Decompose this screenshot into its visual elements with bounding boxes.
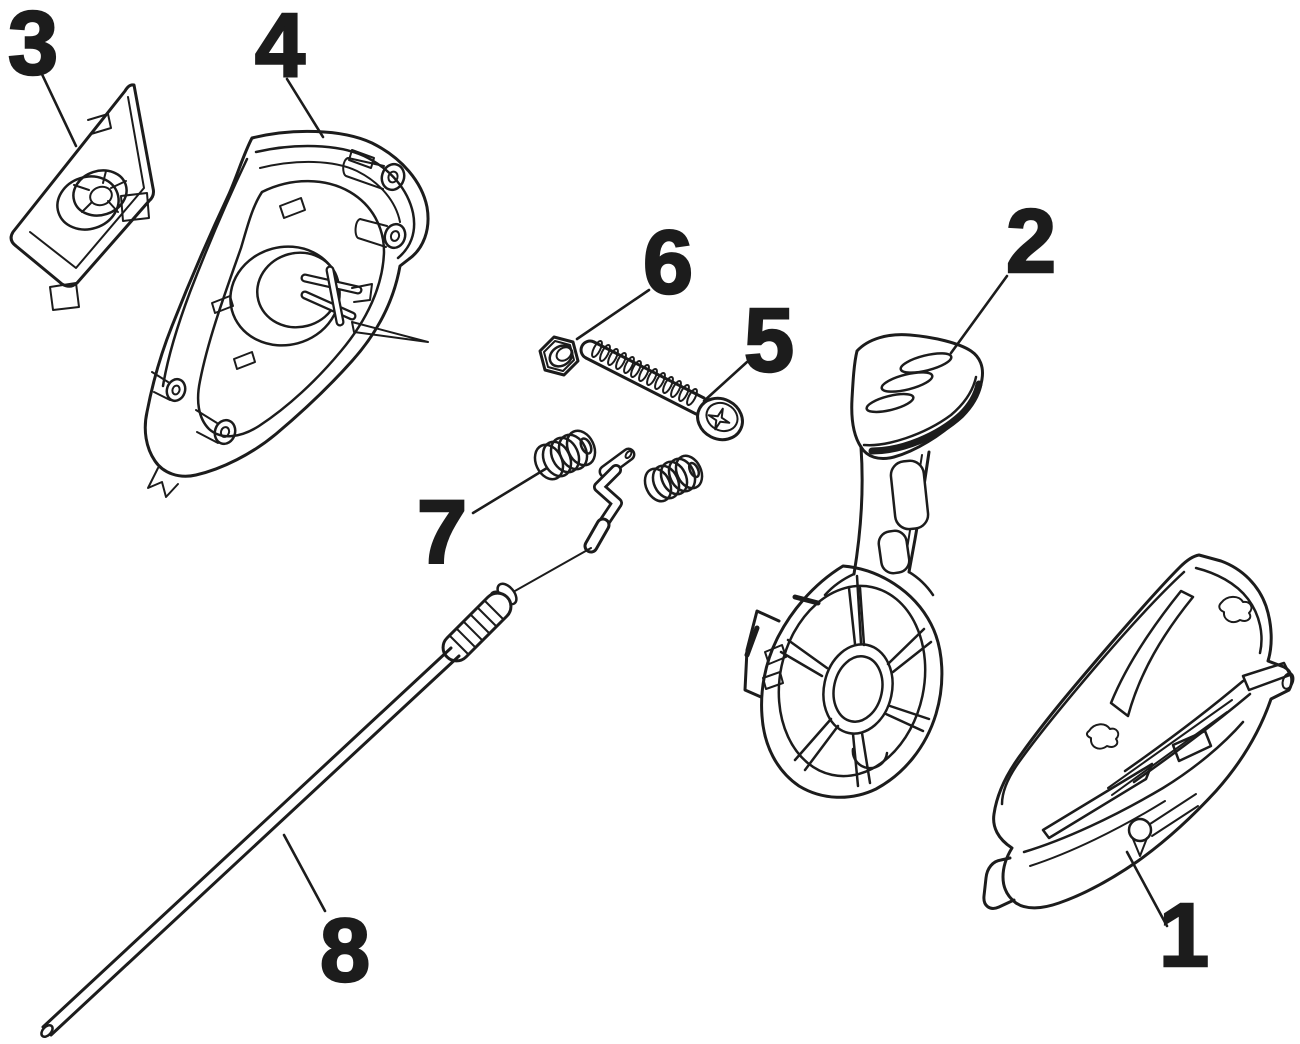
lever-arm [852,445,864,576]
screw-boss-bottom-left-2 [195,409,237,446]
screw-post [1127,817,1153,843]
mount-foot [982,856,1016,910]
callout-7-label: 7 [417,483,467,583]
cable-outer-sheath [41,646,461,1037]
callout-4: 4 [254,0,325,139]
screw-boss-right [354,218,407,250]
part-7-springs [533,429,704,503]
callout-3-leader [38,68,78,148]
arm-slot [889,459,930,531]
screw-boss-top-right [342,157,406,192]
part-4-housing-inner-half [143,129,430,498]
part-6-hex-nut [538,335,580,377]
callout-6: 6 [575,212,694,341]
pointer-pin [351,321,429,343]
callout-5: 5 [702,290,795,403]
screw-threads [591,340,698,406]
pivot-cross-shaft [300,265,373,327]
callout-4-leader [285,77,325,139]
cam-center-hole [832,655,884,723]
grip-ridge [880,371,934,393]
part-3-cover-plate [9,83,155,311]
phillips-cross [707,407,731,431]
cable-adjuster-barrel [441,591,513,663]
callout-8-leader [282,833,327,913]
mount-tab [120,192,150,222]
arm-slot [877,529,911,575]
callout-8-label: 8 [320,901,370,1001]
screw-boss-bottom-left-1 [151,371,187,403]
callout-1: 1 [1125,850,1210,987]
callouts: 3 4 6 5 2 7 8 1 [7,0,1211,1002]
part-2-throttle-trigger [743,333,984,799]
rib-spear [1041,762,1154,840]
part-5-screw [579,339,744,442]
mold-mark [1085,723,1120,750]
callout-3-label: 3 [8,0,58,94]
recessed-panel [1109,589,1195,718]
callout-6-label: 6 [643,213,693,313]
cable-open-end [40,1024,54,1038]
part-8-throttle-cable [40,464,623,1038]
callout-3: 3 [7,0,78,148]
callout-7-leader [471,466,549,515]
callout-5-leader [702,360,749,403]
callout-2-leader [949,274,1009,355]
cable-inner-wire [505,547,592,597]
coil-spring-left [533,429,597,481]
callout-7: 7 [416,466,549,584]
callout-1-label: 1 [1159,886,1209,986]
coil-spring-right [643,454,704,503]
grip-ridge [899,352,953,374]
callout-4-label: 4 [255,0,305,96]
callout-1-leader [1125,850,1169,928]
cam-disc [743,564,944,799]
callout-6-leader [575,288,651,341]
mount-tab [49,282,80,311]
callout-2-label: 2 [1006,192,1056,292]
callout-5-label: 5 [744,291,794,391]
callout-2: 2 [949,191,1057,355]
grip-ridge [865,392,915,414]
mold-mark [1218,595,1253,623]
hub-drum [56,169,128,231]
part-1-housing-cover [982,553,1295,910]
callout-8: 8 [282,833,371,1002]
screw-head [696,396,744,442]
